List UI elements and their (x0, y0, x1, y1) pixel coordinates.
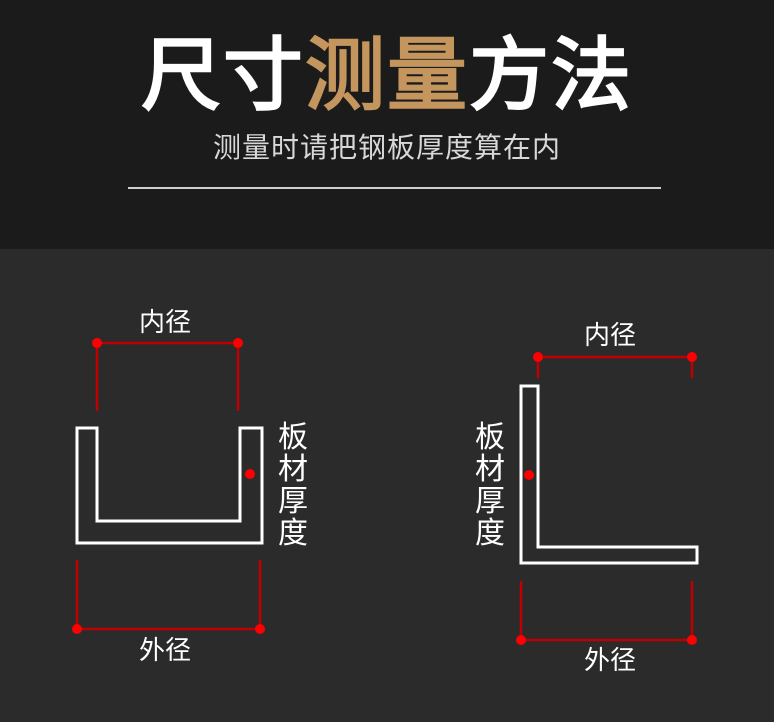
dot-icon (255, 624, 265, 634)
u-thickness-label: 板材厚度 (278, 420, 308, 551)
u-outer-dimension (75, 560, 262, 631)
page-subtitle: 测量时请把钢板厚度算在内 (212, 131, 561, 164)
title-accent: 测量 (305, 29, 469, 122)
dot-icon (92, 338, 102, 348)
l-thickness-label: 板材厚度 (475, 420, 505, 551)
header-divider (128, 187, 661, 189)
l-outer-dimension (519, 581, 694, 642)
l-inner-dimension (536, 355, 694, 378)
u-channel-diagram (72, 338, 265, 634)
thickness-dot-icon (245, 469, 255, 479)
dot-icon (687, 635, 697, 645)
dot-icon (687, 352, 697, 362)
l-angle-diagram (516, 352, 699, 645)
l-inner-label: 内径 (584, 321, 637, 351)
u-channel-profile (75, 426, 264, 545)
u-inner-label: 内径 (139, 308, 192, 338)
dot-icon (72, 624, 82, 634)
u-outer-label: 外径 (139, 636, 192, 666)
diagram-area (0, 249, 774, 722)
dot-icon (233, 338, 243, 348)
title-part-2: 方法 (469, 29, 633, 122)
header-banner: 尺寸测量方法 测量时请把钢板厚度算在内 (0, 0, 774, 249)
l-outer-label: 外径 (584, 646, 637, 676)
dot-icon (533, 352, 543, 362)
l-angle-profile (519, 384, 699, 565)
thickness-dot-icon (524, 470, 534, 480)
title-part-1: 尺寸 (141, 29, 305, 122)
page-title: 尺寸测量方法 (0, 26, 774, 126)
dot-icon (516, 635, 526, 645)
u-inner-dimension (95, 341, 240, 411)
